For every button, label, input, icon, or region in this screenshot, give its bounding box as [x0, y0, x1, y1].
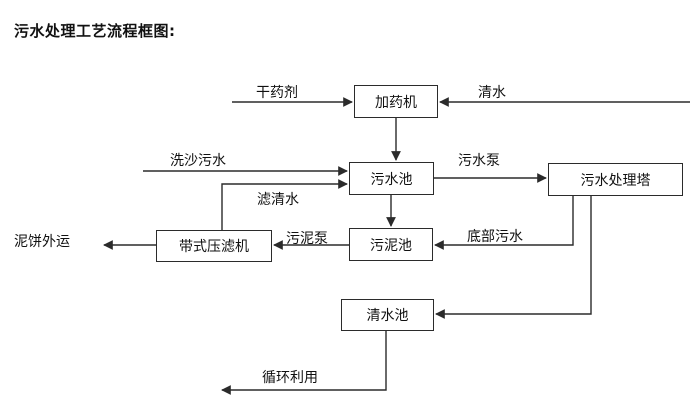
box-label: 带式压滤机: [179, 239, 249, 255]
box-label: 清水池: [366, 308, 409, 324]
edge-bottom-sewage-to-sludge-pool: [434, 196, 574, 250]
box-belt-filter-press[interactable]: 带式压滤机: [156, 230, 272, 262]
edge-filtrate-to-sewage-pool: [221, 179, 348, 230]
edge-label-sludge-pump: 污泥泵: [286, 231, 328, 247]
box-label: 污泥池: [370, 237, 412, 254]
edge-label-bottom-sewage: 底部污水: [467, 229, 523, 245]
edge-label-sewage-pump: 污水泵: [458, 153, 500, 169]
edge-tower-to-clear-water-pool: [435, 196, 592, 319]
box-label: 加药机: [375, 94, 417, 111]
box-sludge-pool[interactable]: 污泥池: [349, 228, 433, 261]
edge-label-sand-wash-sewage: 洗沙污水: [170, 153, 226, 169]
edge-label-recycle-use: 循环利用: [262, 370, 318, 386]
box-treatment-tower[interactable]: 污水处理塔: [548, 163, 683, 196]
box-label: 污水处理塔: [580, 172, 651, 189]
box-label: 污水池: [370, 171, 413, 188]
edge-label-filtrate: 滤清水: [257, 192, 299, 208]
box-sewage-pool[interactable]: 污水池: [349, 162, 434, 195]
edge-clear-water-recycle: [221, 331, 387, 395]
page-title: 污水处理工艺流程框图:: [14, 22, 176, 40]
box-dosing-machine[interactable]: 加药机: [354, 85, 438, 118]
box-clear-water-pool[interactable]: 清水池: [341, 299, 434, 331]
edge-label-clean-water: 清水: [478, 85, 506, 101]
edge-label-mud-cake-out: 泥饼外运: [14, 234, 70, 250]
edge-label-dry-agent: 干药剂: [256, 85, 298, 101]
